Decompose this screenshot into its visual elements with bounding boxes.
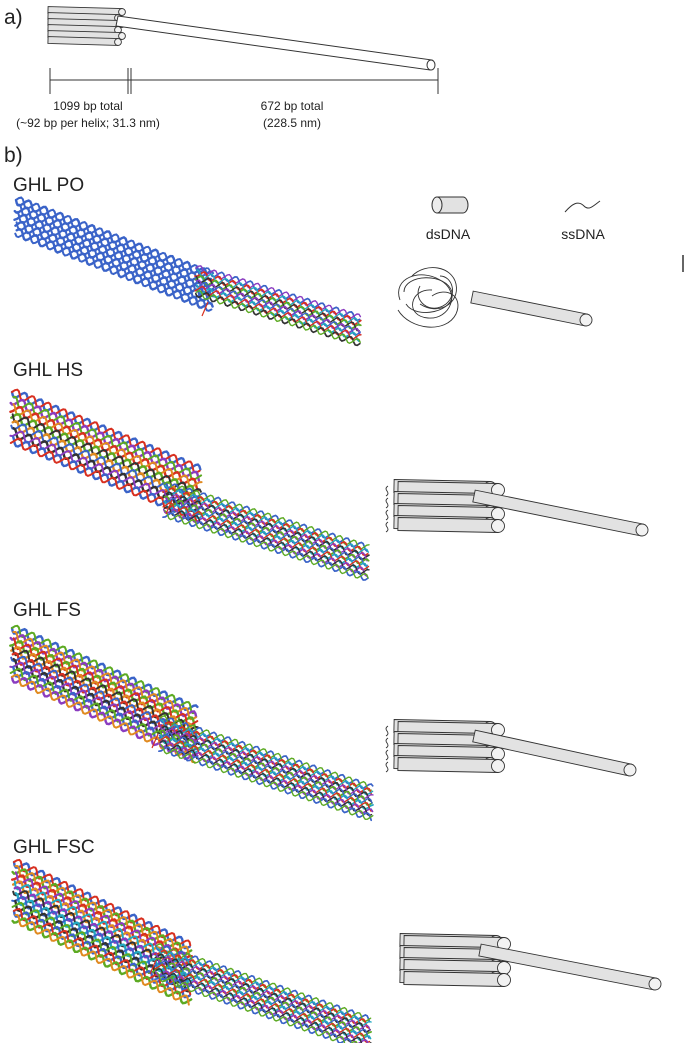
- extension-helix: [162, 507, 368, 578]
- extension-cylinder: [472, 729, 637, 777]
- extension-helix: [195, 265, 362, 320]
- junction-marker: [201, 301, 209, 317]
- core-helix: [12, 637, 199, 727]
- extension-helix: [164, 510, 369, 579]
- core-helix: [11, 646, 199, 733]
- variant-title-hs: GHL HS: [13, 360, 83, 381]
- core-helix: [11, 868, 193, 956]
- core-helix: [11, 901, 193, 989]
- segment-left-total: 1099 bp total: [53, 99, 122, 113]
- extension-helix: [158, 725, 372, 802]
- extension-helix: [195, 290, 361, 344]
- panel-a: a) 1099 bp total (~92 bp per helix; 31.3…: [4, 6, 439, 130]
- extension-helix: [158, 746, 373, 822]
- junction-marker: [151, 733, 159, 749]
- extension-helix: [158, 721, 373, 796]
- model-render-po: [13, 196, 362, 347]
- segment-left-detail: (~92 bp per helix; 31.3 nm): [16, 116, 160, 130]
- extension-helix: [154, 970, 369, 1043]
- panel-a-extension-cylinder: [115, 15, 436, 71]
- panel-a-measurement-bar: [49, 68, 439, 94]
- core-helix: [12, 860, 191, 950]
- junction-marker: [165, 499, 173, 515]
- core-helix: [12, 631, 197, 721]
- core-helix: [16, 203, 213, 286]
- schematic-po: [397, 267, 593, 328]
- extension-helix: [163, 481, 370, 550]
- variant-title-fsc: GHL FSC: [13, 837, 95, 858]
- legend-ssdna-label: ssDNA: [561, 226, 605, 242]
- bundle-helix-5: [47, 36, 122, 46]
- core-helix: [12, 395, 203, 481]
- variant-title-po: GHL PO: [13, 175, 84, 196]
- core-helix: [11, 917, 193, 1005]
- extension-helix: [194, 282, 361, 336]
- bundle-helix: [397, 757, 505, 773]
- extension-helix: [156, 972, 358, 1043]
- extension-helix: [160, 744, 374, 821]
- core-helix: [15, 196, 215, 278]
- extension-helix: [155, 957, 372, 1037]
- extension-helix: [158, 732, 373, 804]
- extension-cylinder: [470, 290, 593, 327]
- model-render-fsc: [11, 858, 372, 1043]
- bundle-helix: [397, 517, 505, 533]
- segment-right-detail: (228.5 nm): [263, 116, 321, 130]
- dsdna-icon: [431, 196, 469, 214]
- core-helix: [9, 398, 201, 482]
- extension-helix: [158, 735, 372, 812]
- core-helix: [14, 892, 190, 986]
- core-helix: [16, 211, 212, 297]
- extension-helix: [164, 500, 369, 571]
- ssdna-loops: [385, 725, 389, 773]
- panel-a-bundle-schematic: [47, 6, 436, 71]
- extension-helix: [154, 949, 370, 1029]
- core-helix: [10, 412, 201, 499]
- extension-helix: [159, 740, 373, 817]
- extension-helix: [194, 291, 361, 347]
- legend-dsdna-label: dsDNA: [426, 226, 471, 242]
- core-helix: [12, 403, 203, 488]
- core-helix: [14, 914, 190, 1006]
- extension-helix: [196, 284, 360, 343]
- legend: dsDNA ssDNA: [426, 196, 605, 242]
- core-helix: [12, 665, 199, 754]
- panel-a-label: a): [4, 6, 23, 29]
- model-render-fs: [9, 624, 374, 822]
- ssdna-icon: [564, 200, 601, 213]
- panel-a-helix-bundle: [47, 6, 126, 46]
- segment-right-total: 672 bp total: [261, 99, 324, 113]
- variant-title-fs: GHL FS: [13, 600, 81, 621]
- panel-b: b) dsDNA ssDNA GHL PO GHL HS GHL FS GHL …: [4, 144, 684, 1043]
- extension-helix: [162, 512, 369, 581]
- core-helix: [11, 413, 202, 495]
- extension-helix: [154, 964, 371, 1043]
- model-render-hs: [9, 388, 370, 581]
- core-helix: [11, 388, 201, 474]
- extension-cylinder: [478, 943, 662, 991]
- junction-marker: [149, 959, 157, 975]
- core-helix: [12, 909, 191, 999]
- core-helix: [15, 227, 214, 309]
- extension-helix: [195, 275, 360, 332]
- core-helix: [13, 907, 192, 996]
- extension-cylinder: [472, 489, 649, 537]
- extension-helix: [162, 501, 370, 571]
- schematic-fsc: [399, 933, 662, 991]
- bundle-helix: [403, 971, 511, 987]
- schematic-fs: [385, 719, 637, 777]
- core-helix: [12, 890, 192, 977]
- extension-helix: [154, 960, 370, 1039]
- panel-b-label: b): [4, 144, 23, 167]
- extension-helix: [163, 506, 370, 575]
- schematic-hs: [385, 479, 649, 537]
- ssdna-tangle: [397, 267, 459, 328]
- extension-helix: [159, 715, 372, 792]
- ssdna-loops: [385, 485, 389, 533]
- extension-helix: [155, 953, 371, 1031]
- core-helix: [14, 231, 213, 312]
- core-helix: [10, 646, 196, 736]
- extension-helix: [154, 974, 352, 1043]
